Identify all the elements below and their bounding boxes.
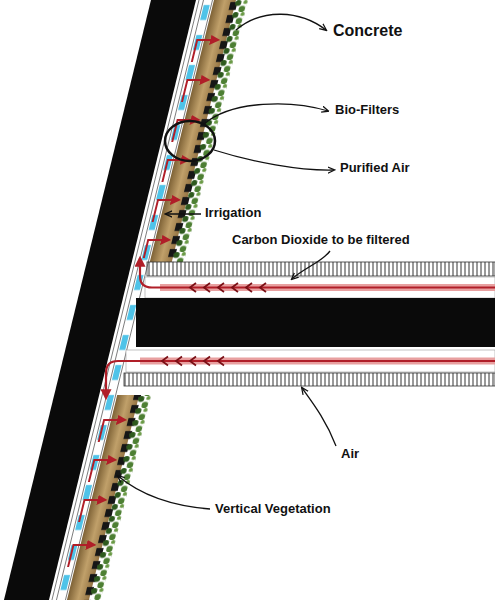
callout-label: Purified Air (340, 161, 410, 176)
flow-chevron (218, 283, 224, 292)
air-flow-arrow (79, 500, 105, 522)
air-flow-arrow (144, 240, 169, 258)
flow-chevron (218, 357, 224, 366)
leader-line (302, 388, 336, 446)
flow-chevron (232, 283, 238, 292)
air-flow-arrow (99, 420, 125, 442)
flow-chevrons (162, 357, 224, 366)
callout-label: Carbon Dioxide to be filtered (232, 233, 410, 248)
leader-lines (118, 14, 336, 509)
flow-chevron (190, 357, 196, 366)
flow-chevron (260, 283, 266, 292)
air-flow-arrow (192, 40, 218, 62)
flow-chevron (190, 283, 196, 292)
callout-label: Concrete (333, 22, 402, 40)
flow-chevrons (190, 283, 266, 292)
leader-line (204, 104, 328, 124)
flow-chevron (204, 357, 210, 366)
air-flow-arrow (89, 460, 115, 482)
callout-label: Irrigation (205, 206, 261, 221)
air-flow-arrow (68, 545, 94, 567)
air-flow-line (106, 361, 495, 398)
ceiling-hatch (147, 262, 495, 276)
flow-chevron (162, 357, 168, 366)
bio-filter-highlight (165, 121, 215, 161)
air-flow-arrow (162, 160, 188, 182)
leader-line (214, 150, 334, 170)
callout-label: Air (341, 447, 359, 462)
leader-line (236, 14, 326, 30)
leader-line (118, 476, 210, 509)
flow-chevron (204, 283, 210, 292)
callout-label: Vertical Vegetation (215, 502, 331, 517)
floor-slab (136, 298, 495, 347)
leader-line (292, 251, 330, 279)
air-flow-arrow (182, 80, 208, 102)
callout-label: Bio-Filters (335, 103, 399, 118)
leader-line (166, 213, 201, 214)
flow-chevron (176, 357, 182, 366)
flow-chevron (246, 283, 252, 292)
floor-hatch (124, 373, 495, 386)
vertical-vegetation (172, 0, 248, 262)
air-flow-arrow (153, 200, 179, 222)
vertical-vegetation (89, 395, 151, 600)
